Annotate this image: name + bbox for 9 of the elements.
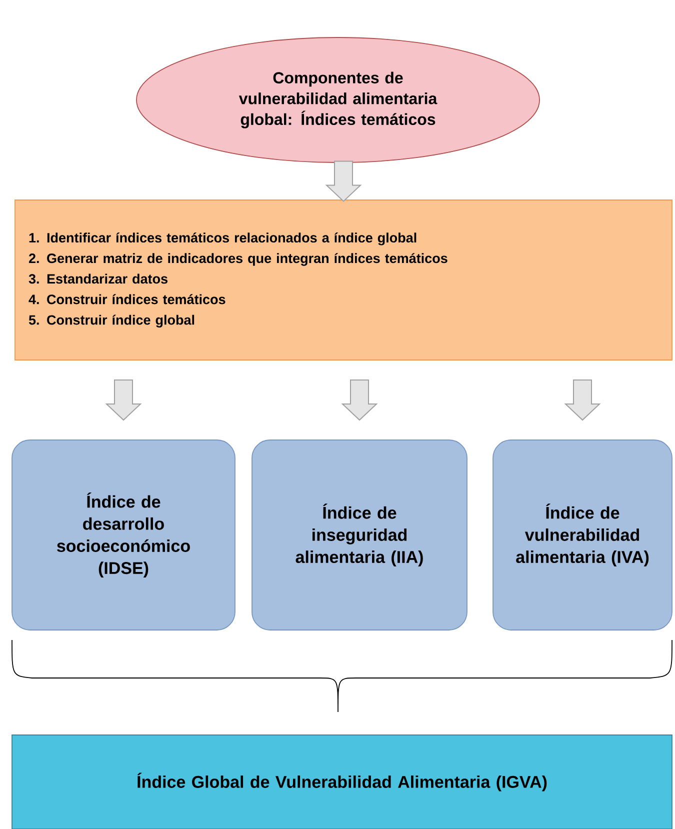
block-arrow (105, 380, 142, 421)
block-arrow (341, 380, 378, 421)
index-box: Índice de desarrollo socioeconómico (IDSE) (12, 440, 236, 630)
block-arrow (564, 380, 601, 421)
steps-box: 1. Identificar índices temáticos relacionados a índice global 2. Generar matriz de indicadores que integran índices temáticos 3. Estandarizar datos 4. Construir índices temáticos 5. Construir índice global (14, 200, 672, 360)
block-arrow (325, 160, 362, 202)
index-box: Índice de inseguridad alimentaria (IIA) (252, 440, 468, 630)
index-box: Índice de vulnerabilidad alimentaria (IVA) (492, 440, 672, 630)
global-index-box: Índice Global de Vulnerabilidad Alimentaria (IGVA) (12, 734, 672, 829)
